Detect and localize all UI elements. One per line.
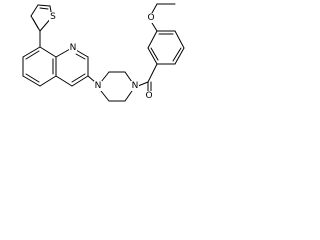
piperazine-nitrogen-1-label: N	[95, 81, 102, 91]
bond-c8-c7-inner	[25, 50, 40, 60]
carbonyl-oxygen-label: O	[145, 91, 152, 101]
bond-c8-c7	[22, 46, 41, 58]
quinoline-pyridine-ring	[55, 48, 89, 87]
bond-thio-c4-c5	[37, 4, 51, 7]
bond-pip-cd-n1	[100, 90, 110, 102]
bond-c5-c4a	[39, 75, 57, 87]
bond-thio-c2-c3-inner	[32, 18, 39, 29]
piperazine-ring	[100, 71, 133, 102]
methoxy-oxygen-label: O	[147, 13, 154, 23]
bond-c8a-c8	[39, 46, 57, 58]
bond-methoxy-o-ch3	[151, 3, 158, 14]
bond-thio-c3-c4	[30, 4, 39, 17]
bond-carbonyl-benzene	[147, 63, 158, 83]
thiophene-sulfur-label: S	[50, 12, 56, 22]
methoxybenzene-ring	[147, 30, 185, 65]
bond-piperazine-carbonyl	[137, 81, 149, 87]
bond-benz-c5-c6-inner	[172, 47, 182, 62]
bond-benz-c1-c2	[147, 47, 158, 65]
bond-c8a-n1	[55, 48, 71, 58]
bond-n1-c2-inner	[75, 53, 86, 60]
thiophene-ring	[30, 4, 53, 32]
bond-pip-n2-cc	[124, 90, 133, 102]
piperazine-nitrogen-2-label: N	[132, 81, 139, 91]
bond-thio-c4-c5-inner	[39, 7, 49, 10]
bond-benz-c5-c6	[174, 47, 185, 65]
bond-c6-c5	[22, 75, 41, 87]
bond-pip-n1-ca	[100, 71, 110, 83]
bond-c4-c4a	[55, 75, 73, 87]
molecule-structure-diagram: S N N N O O	[22, 3, 185, 102]
bond-c3-c4	[71, 75, 89, 87]
quinoline-nitrogen-label: N	[70, 43, 77, 53]
bond-n1-c2	[75, 49, 89, 58]
bond-pip-cb-n2	[124, 71, 133, 83]
bond-benz-c2-c3	[147, 30, 158, 49]
bond-benz-c4-c5	[174, 30, 185, 49]
quinoline-benzo-ring	[22, 46, 57, 87]
bond-benz-c1-c2-inner	[150, 47, 159, 61]
bond-c3-c4-inner	[71, 73, 86, 83]
bond-c6-c5-inner	[25, 73, 40, 83]
bond-quinoline-piperazine	[87, 75, 96, 83]
bond-benzene-methoxy-o	[151, 22, 158, 32]
